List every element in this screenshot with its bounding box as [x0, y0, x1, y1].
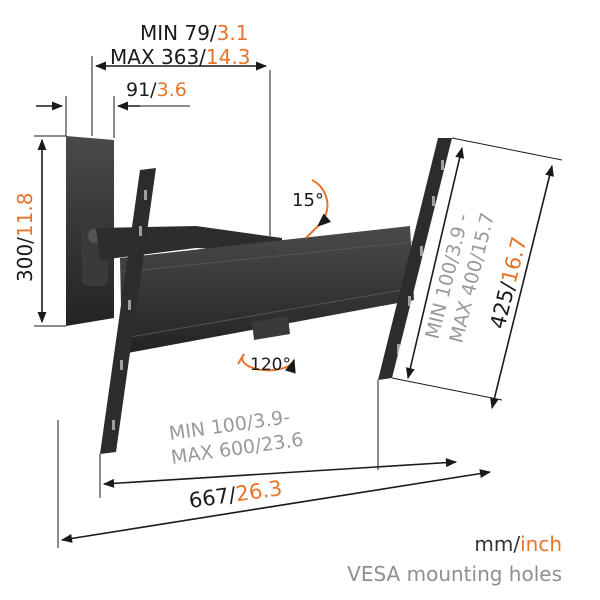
- height-label: 425/16.7: [486, 234, 532, 331]
- plate-width-label: 91/3.6: [126, 79, 187, 101]
- units-mm: mm/: [474, 532, 521, 556]
- tilt-angle-label: 15°: [292, 190, 324, 211]
- tilt-angle-indicator: 15°: [292, 179, 332, 239]
- units-inch: inch: [520, 532, 562, 556]
- plate-height-dimension: 300/11.8: [13, 135, 66, 327]
- vesa-caption: VESA mounting holes: [347, 562, 562, 586]
- depth-dimension: MIN 79/3.1 MAX 363/14.3: [91, 21, 271, 236]
- depth-min-label: MIN 79/3.1: [140, 21, 248, 45]
- plate-width-dimension: 91/3.6: [36, 79, 190, 138]
- left-vesa-strap: [100, 168, 156, 454]
- tv-crossbar: [120, 226, 414, 354]
- height-dimension: 425/16.7: [486, 164, 554, 410]
- tv-bracket: [66, 136, 452, 454]
- plate-height-label: 300/11.8: [13, 193, 37, 282]
- swivel-angle-label: 120°: [250, 355, 291, 375]
- depth-max-label: MAX 363/14.3: [110, 45, 250, 69]
- overall-width-dimension: 667/26.3: [57, 420, 492, 548]
- swivel-angle-indicator: 120°: [237, 353, 296, 375]
- overall-width-label: 667/26.3: [187, 476, 283, 513]
- units-legend: mm/inch: [474, 532, 562, 556]
